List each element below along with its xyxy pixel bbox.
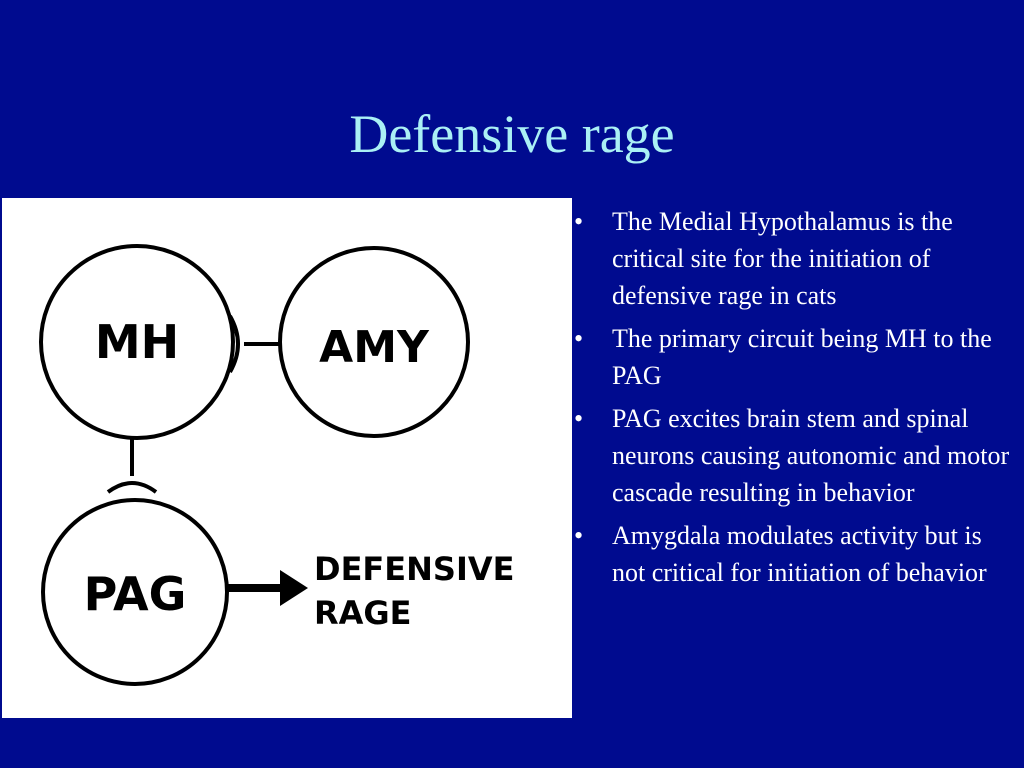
pag-node-circle bbox=[41, 498, 229, 686]
bullet-marker: • bbox=[574, 324, 584, 353]
bullet-list: • The Medial Hypothalamus is the critica… bbox=[574, 203, 1020, 597]
pag-node-label: PAG bbox=[84, 567, 187, 621]
bullet-text: PAG excites brain stem and spinal neuron… bbox=[612, 404, 1010, 507]
bullet-marker: • bbox=[574, 207, 584, 236]
slide-title: Defensive rage bbox=[349, 104, 675, 164]
amy-to-mh-connection bbox=[228, 315, 280, 373]
amy-node-label: AMY bbox=[319, 322, 430, 373]
circuit-diagram: MH AMY PAG DEFENSIVE bbox=[2, 198, 572, 718]
mh-node-circle bbox=[39, 244, 235, 440]
circuit-diagram-svg: MH AMY PAG DEFENSIVE bbox=[39, 244, 515, 686]
bullet-item: • The Medial Hypothalamus is the critica… bbox=[574, 203, 1020, 314]
pag-output-arrow bbox=[228, 570, 308, 606]
bullet-text: The primary circuit being MH to the PAG bbox=[612, 324, 992, 390]
mh-to-pag-connection bbox=[106, 438, 158, 494]
bullet-text: The Medial Hypothalamus is the critical … bbox=[612, 207, 953, 310]
bullet-text: Amygdala modulates activity but is not c… bbox=[612, 521, 987, 587]
bullet-marker: • bbox=[574, 404, 584, 433]
mh-node-label: MH bbox=[95, 315, 179, 369]
bullet-item: • The primary circuit being MH to the PA… bbox=[574, 320, 1020, 394]
output-label-line2: RAGE bbox=[314, 594, 412, 632]
output-label-line1: DEFENSIVE bbox=[314, 550, 515, 588]
bullet-marker: • bbox=[574, 521, 584, 550]
bullet-item: • PAG excites brain stem and spinal neur… bbox=[574, 400, 1020, 511]
bullet-item: • Amygdala modulates activity but is not… bbox=[574, 517, 1020, 591]
